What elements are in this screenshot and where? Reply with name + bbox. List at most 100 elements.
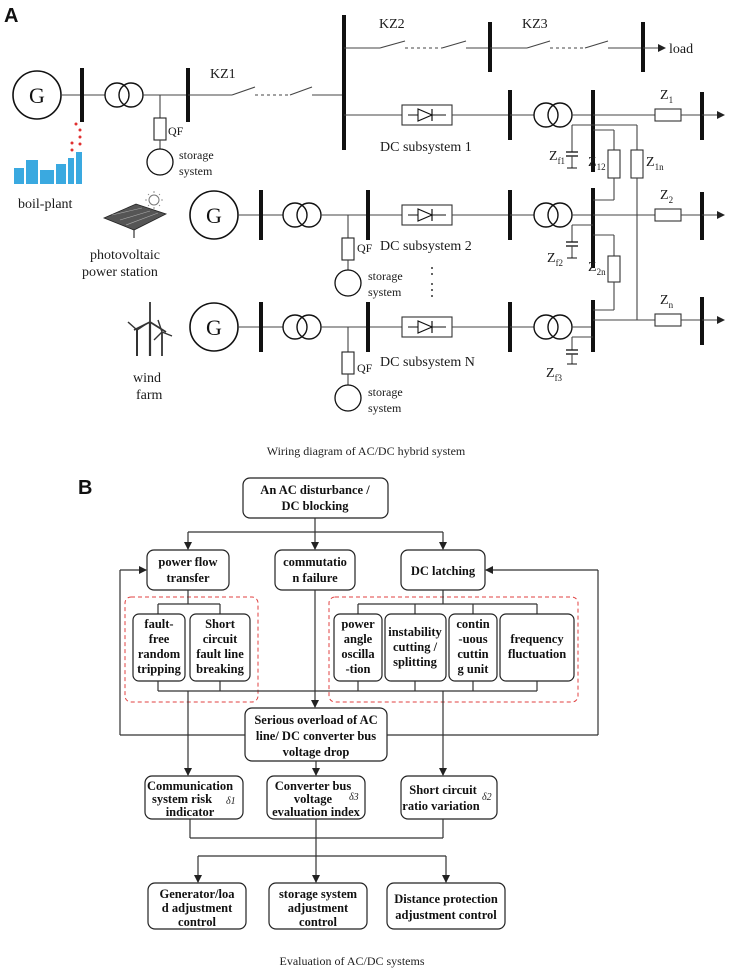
power-flow-line1: power flow [158, 555, 217, 569]
instability-line2: cutting / [393, 640, 438, 654]
generator-adj-line3: control [178, 915, 216, 929]
power-angle-line1: power [341, 617, 375, 631]
z2n-label: Z2n [588, 260, 606, 277]
zn-label: Zn [660, 293, 674, 310]
fault-free-line3: random [138, 647, 181, 661]
short-circuit-break-line2: circuit [203, 632, 238, 646]
overload-line1: Serious overload of AC [254, 713, 377, 727]
z2n-impedance [607, 255, 621, 283]
panel-b-label: B [78, 477, 92, 499]
dc-converter-n [401, 316, 453, 338]
communication-risk-box [144, 775, 244, 820]
storage-n [334, 384, 362, 412]
scr-variation-box [400, 775, 498, 820]
transformer-dcn [533, 314, 573, 340]
storage-1-line1: storage [179, 148, 214, 162]
short-circuit-break-line4: breaking [196, 662, 244, 676]
converter-bus-line2: voltage [294, 792, 333, 806]
z2-impedance [654, 208, 682, 222]
generator-n: G [189, 302, 239, 352]
generator-adj-line1: Generator/loa [160, 887, 236, 901]
pv-label-line1: photovoltaic [90, 248, 160, 263]
commutation-line2: n failure [292, 571, 338, 585]
converter-bus-line1: Converter bus [275, 779, 352, 793]
continuous-line2: -uous [458, 632, 487, 646]
generator-adj-line2: d adjustment [162, 901, 233, 915]
frequency-line2: fluctuation [508, 647, 566, 661]
kz2-label: KZ2 [379, 17, 405, 32]
wind-turbine-icon [127, 302, 173, 356]
comm-risk-line2: system risk [152, 792, 212, 806]
storage-1-line2: system [179, 164, 213, 178]
storage-2 [334, 269, 362, 297]
instability-line3: splitting [393, 655, 438, 669]
dc-subsystem-2-label: DC subsystem 2 [380, 239, 472, 254]
fault-free-line2: free [149, 632, 170, 646]
wind-label-line1: wind [133, 371, 161, 386]
converter-bus-line3: evaluation index [272, 805, 361, 819]
qf-1-label: QF [168, 124, 184, 138]
solar-panel-icon [102, 191, 168, 238]
storage-2-line1: storage [368, 269, 403, 283]
storage-adj-line1: storage system [279, 887, 358, 901]
transformer-dc1 [533, 102, 573, 128]
zn-impedance [654, 313, 682, 327]
storage-adj-line3: control [299, 915, 337, 929]
z1n-label: Z1n [646, 155, 664, 172]
overload-line3: voltage drop [283, 745, 350, 759]
generator-1-symbol: G [29, 83, 45, 108]
ac-disturbance-line1: An AC disturbance / [260, 483, 370, 497]
panel-b-caption: Evaluation of AC/DC systems [280, 954, 425, 968]
fault-free-tripping-box [132, 613, 186, 682]
frequency-line1: frequency [510, 632, 564, 646]
storage-n-line1: storage [368, 385, 403, 399]
scr-line2: ratio variation [402, 799, 479, 813]
ellipsis-dots [431, 267, 433, 297]
wind-label-line2: farm [136, 388, 163, 403]
zf2-label: Zf2 [547, 251, 563, 268]
z12-label: Z12 [588, 155, 606, 172]
dc-subsystem-n-label: DC subsystem N [380, 355, 475, 370]
qf-2 [341, 237, 355, 261]
z2-label: Z2 [660, 188, 673, 205]
distance-protection-box [386, 882, 506, 930]
fault-free-line1: fault- [144, 617, 173, 631]
power-flow-line2: transfer [166, 571, 209, 585]
overload-line2: line/ DC converter bus [256, 729, 376, 743]
comm-risk-symbol: δ1 [226, 796, 236, 807]
dc-subsystem-1-label: DC subsystem 1 [380, 140, 472, 155]
comm-risk-line1: Communication [147, 779, 233, 793]
generator-n-symbol: G [206, 315, 222, 340]
transformer-dc2 [533, 202, 573, 228]
zf3-label: Zf3 [546, 366, 563, 383]
storage-2-line2: system [368, 285, 402, 299]
transformer-n [282, 314, 322, 340]
qf-1 [153, 117, 167, 141]
power-angle-line2: angle [344, 632, 373, 646]
short-circuit-break-line3: fault line [196, 647, 244, 661]
commutation-line1: commutatio [283, 555, 347, 569]
qf-n-label: QF [357, 361, 373, 375]
distance-adj-line2: adjustment control [395, 908, 497, 922]
generator-load-adjustment-box [147, 882, 247, 930]
z1-impedance [654, 108, 682, 122]
dc-latching-text: DC latching [411, 564, 476, 578]
scr-symbol: δ2 [482, 792, 492, 803]
z1-label: Z1 [660, 88, 673, 105]
storage-adjustment-box [268, 882, 368, 930]
dc-converter-1 [401, 104, 453, 126]
storage-n-line2: system [368, 401, 402, 415]
z12-impedance [607, 149, 621, 179]
panel-a-label: A [4, 5, 18, 27]
transformer-1 [104, 82, 144, 108]
power-angle-line4: -tion [346, 662, 371, 676]
generator-2-symbol: G [206, 203, 222, 228]
dashed-group-left [124, 596, 259, 703]
power-angle-line3: oscilla [341, 647, 375, 661]
instability-line1: instability [388, 625, 442, 639]
storage-1 [146, 148, 174, 176]
comm-risk-line3: indicator [166, 805, 215, 819]
load-label: load [669, 42, 693, 57]
storage-adj-line2: adjustment [288, 901, 349, 915]
